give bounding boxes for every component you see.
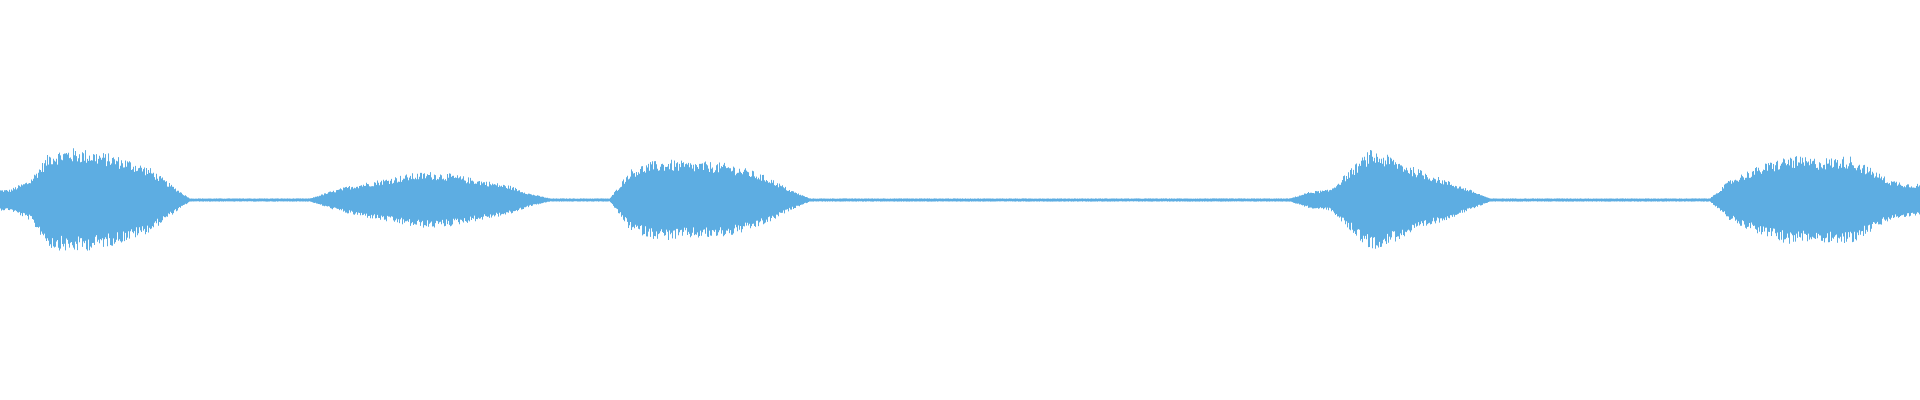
waveform-bin xyxy=(1740,167,1760,234)
waveform-bin xyxy=(1220,198,1240,202)
waveform-bin xyxy=(1000,198,1020,202)
waveform-bin xyxy=(1320,183,1340,218)
waveform-bin xyxy=(1300,191,1320,209)
waveform-bin xyxy=(1360,150,1380,249)
waveform-bin xyxy=(1460,186,1480,213)
waveform-bin xyxy=(820,198,840,202)
waveform-bin xyxy=(1700,192,1720,209)
waveform-bin xyxy=(740,168,760,233)
waveform-bin xyxy=(120,160,140,243)
waveform-bin xyxy=(1080,198,1100,202)
waveform-bin xyxy=(1280,195,1300,205)
waveform-bin xyxy=(1340,163,1360,236)
waveform-bin xyxy=(300,195,320,205)
waveform-bin xyxy=(1580,198,1600,202)
waveform-bin xyxy=(160,176,180,223)
waveform-bin xyxy=(220,198,240,202)
waveform-bin xyxy=(500,184,520,216)
waveform-bin xyxy=(440,173,460,227)
waveform-bin xyxy=(1860,164,1880,236)
waveform-bin xyxy=(620,169,640,230)
waveform-bin xyxy=(360,180,380,219)
waveform-bin xyxy=(1420,170,1440,226)
waveform-bin xyxy=(880,198,900,202)
waveform-bin xyxy=(900,198,920,202)
waveform-bin xyxy=(1480,195,1500,206)
waveform-bin xyxy=(1100,198,1120,202)
waveform-bin xyxy=(1500,198,1520,202)
waveform-bin xyxy=(660,159,680,240)
waveform-bin xyxy=(1160,198,1180,202)
waveform-bin xyxy=(1880,176,1900,225)
waveform-bin xyxy=(1640,198,1660,202)
waveform-bin xyxy=(920,198,940,202)
waveform-bin xyxy=(260,198,280,202)
waveform-bin xyxy=(240,198,260,202)
waveform-bin xyxy=(1660,198,1680,202)
waveform-bin xyxy=(560,198,580,202)
waveform-bin xyxy=(720,162,740,237)
waveform-bin xyxy=(40,152,60,251)
waveform-bin xyxy=(700,161,720,237)
waveform-bin xyxy=(1820,158,1840,243)
waveform-bin xyxy=(1020,198,1040,202)
waveform-bin xyxy=(80,150,100,251)
waveform-bin xyxy=(780,185,800,214)
waveform-bin xyxy=(540,196,560,204)
waveform-bin xyxy=(460,176,480,223)
waveform-bin xyxy=(200,198,220,202)
waveform-bin xyxy=(100,153,120,247)
waveform-bin xyxy=(1560,198,1580,202)
waveform-bin xyxy=(480,181,500,220)
waveform-bin xyxy=(1040,198,1060,202)
waveform-bin xyxy=(400,173,420,226)
waveform-bin xyxy=(380,177,400,224)
waveform-bin xyxy=(1060,198,1080,202)
waveform-bin xyxy=(1140,198,1160,202)
waveform-bin xyxy=(680,160,700,238)
waveform-bin xyxy=(140,165,160,235)
waveform-bin xyxy=(60,148,80,251)
waveform-bin xyxy=(1400,165,1420,237)
waveform-bin xyxy=(180,192,200,208)
waveform-bin xyxy=(420,172,440,228)
waveform-bins xyxy=(0,148,1920,251)
waveform-bin xyxy=(1780,156,1800,244)
waveform-bin xyxy=(1380,154,1400,247)
waveform-bin xyxy=(800,194,820,205)
waveform-bin xyxy=(340,186,360,215)
waveform-bin xyxy=(1600,198,1620,202)
waveform-bin xyxy=(1540,198,1560,202)
waveform-bin xyxy=(1440,180,1460,221)
waveform-bin xyxy=(0,185,20,213)
waveform-bin xyxy=(960,198,980,202)
waveform-bin xyxy=(1200,198,1220,202)
waveform-bin xyxy=(980,198,1000,202)
waveform-bin xyxy=(940,198,960,202)
waveform-bin xyxy=(1840,156,1860,243)
waveform-bin xyxy=(860,198,880,202)
waveform-bin xyxy=(1520,198,1540,202)
waveform-bin xyxy=(1620,198,1640,202)
waveform-bin xyxy=(1720,179,1740,224)
waveform-bin xyxy=(1240,198,1260,202)
waveform-bin xyxy=(20,169,40,228)
waveform-bin xyxy=(1760,160,1780,241)
waveform-bin xyxy=(320,189,340,211)
waveform-bin xyxy=(840,198,860,202)
waveform-bin xyxy=(1800,156,1820,242)
waveform-bin xyxy=(1680,198,1700,202)
waveform-bin xyxy=(520,192,540,210)
waveform-bin xyxy=(280,198,300,202)
waveform-bin xyxy=(1180,198,1200,202)
waveform-bin xyxy=(580,198,600,202)
waveform-bin xyxy=(600,188,620,214)
waveform-bin xyxy=(1900,183,1920,217)
waveform-bin xyxy=(1260,198,1280,202)
waveform-bin xyxy=(760,174,780,225)
waveform-bin xyxy=(640,161,660,239)
waveform-bin xyxy=(1120,198,1140,202)
